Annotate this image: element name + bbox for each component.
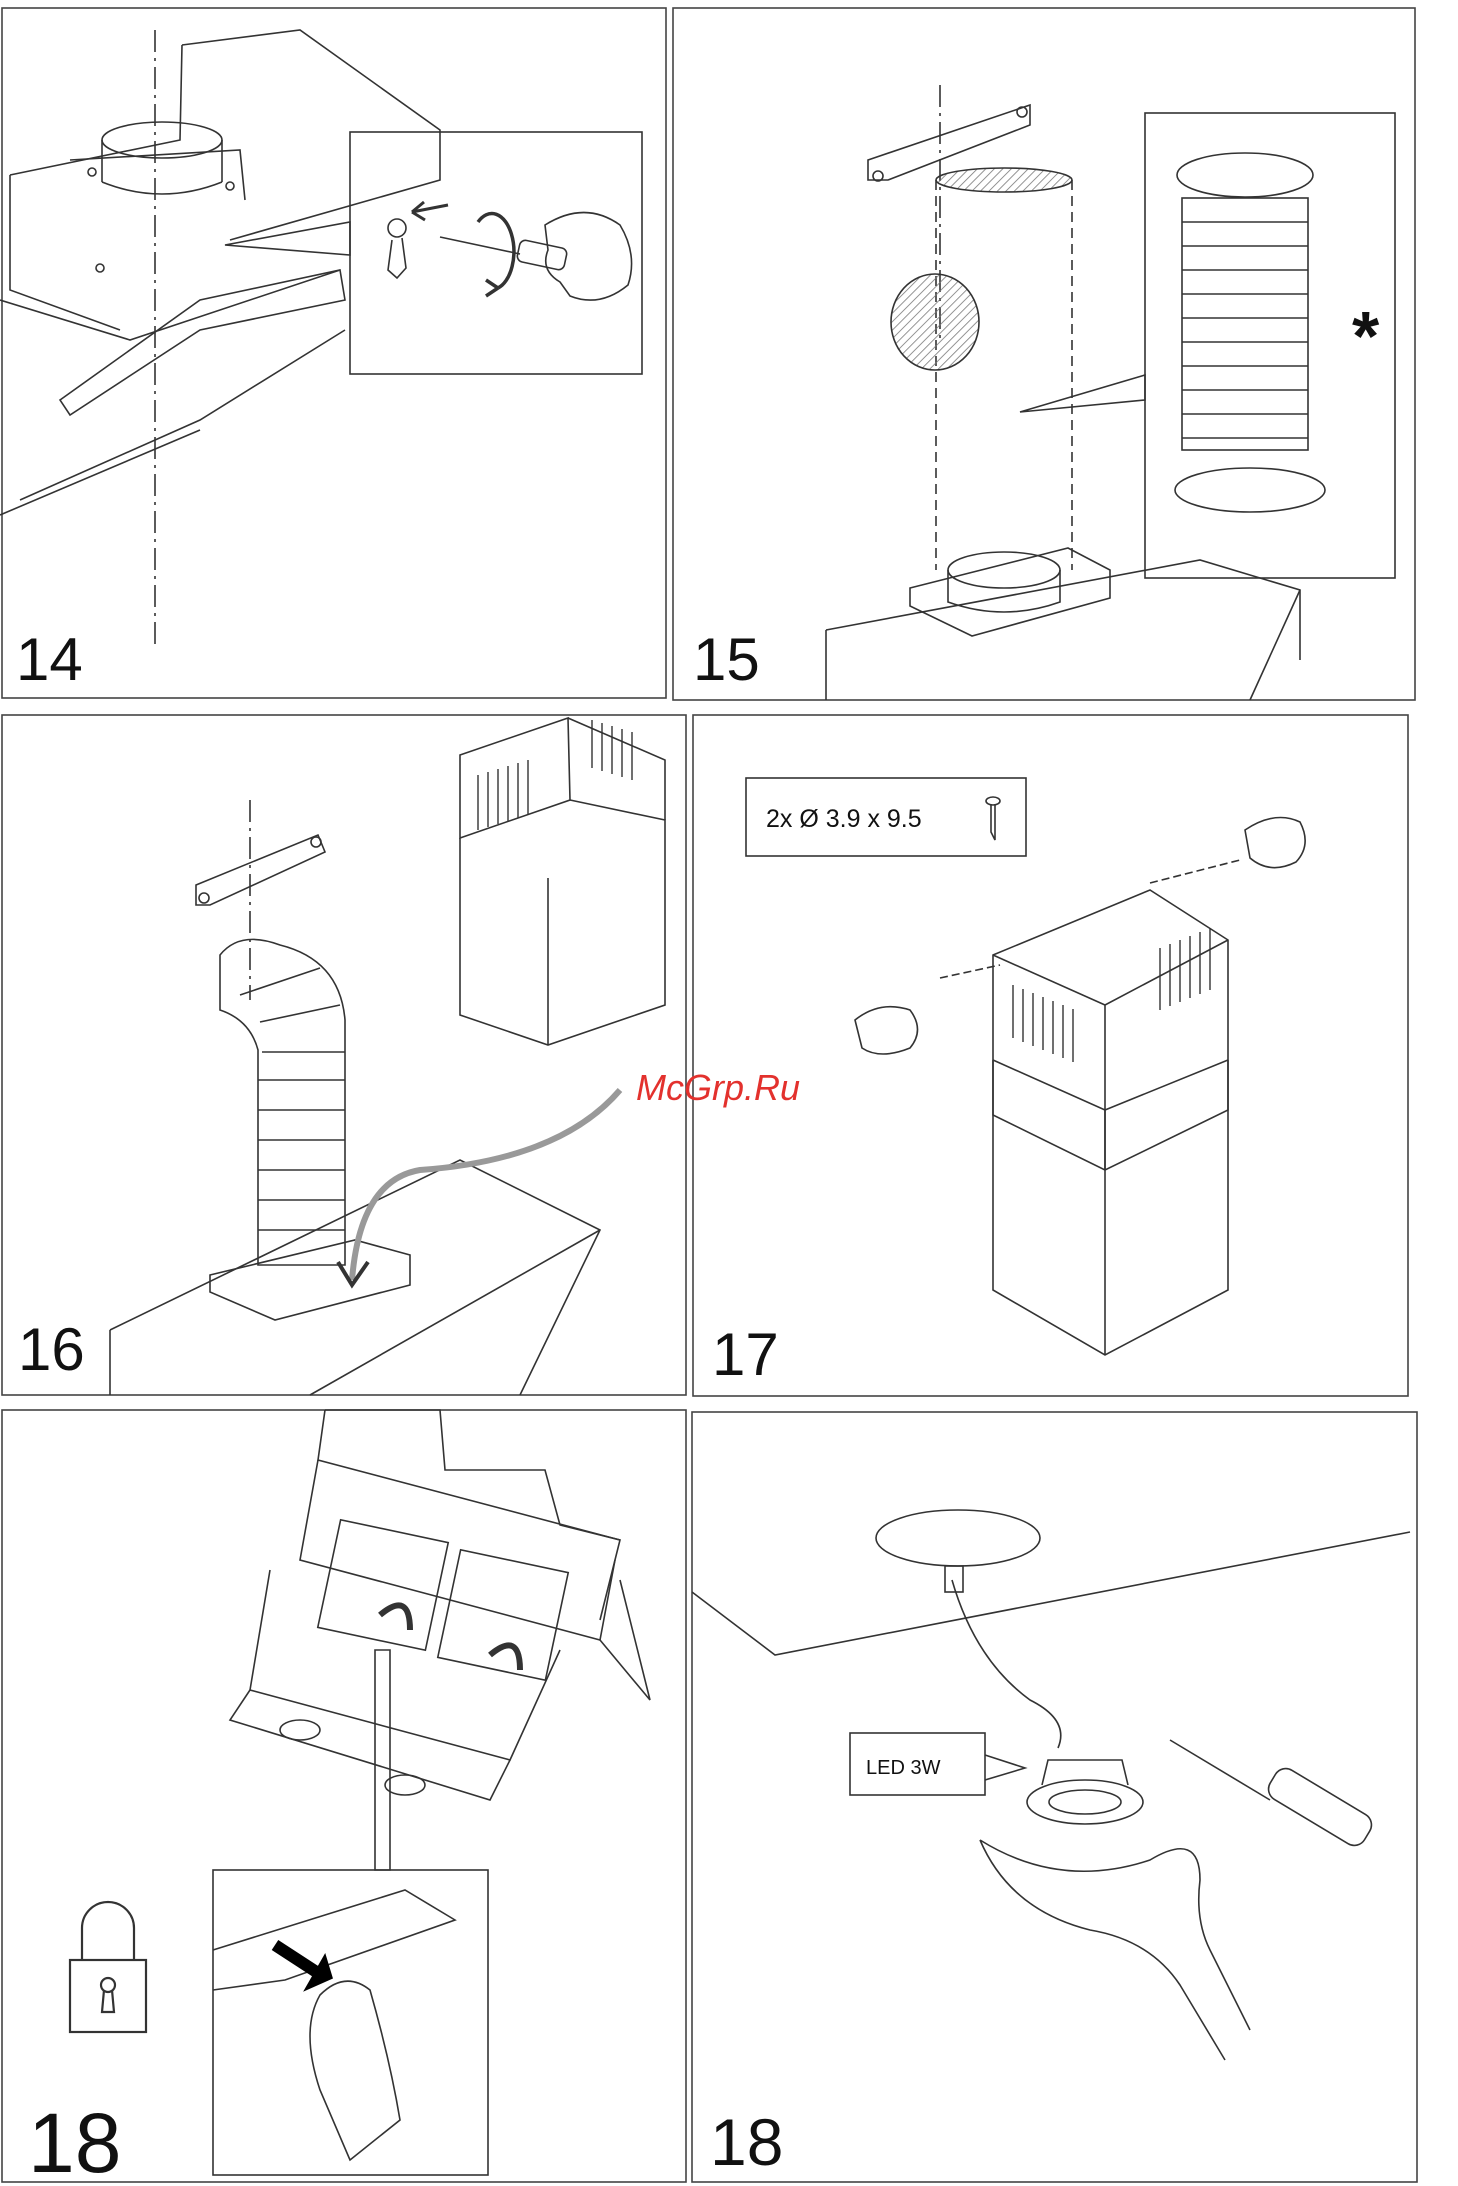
screw-icon bbox=[986, 797, 1000, 840]
screw-icon bbox=[388, 219, 406, 278]
panel-18-number: 18 bbox=[28, 2096, 121, 2186]
panel-14: 14 bbox=[0, 8, 666, 698]
panel-16: 16 bbox=[2, 715, 686, 1395]
optional-part-mark: * bbox=[1352, 297, 1380, 375]
panel-15-frame bbox=[673, 8, 1415, 700]
panel-17: 2x Ø 3.9 x 9.5 bbox=[693, 715, 1408, 1396]
panel-15: * 15 bbox=[673, 8, 1415, 700]
led-cover-plate bbox=[876, 1510, 1040, 1566]
panel-16-number: 16 bbox=[18, 1316, 85, 1383]
panel-14-frame bbox=[2, 8, 666, 698]
callout-pointer bbox=[1020, 375, 1145, 412]
padlock-icon bbox=[70, 1902, 146, 2032]
hood-edge bbox=[213, 1890, 455, 1990]
led-lamp bbox=[1027, 1760, 1143, 1824]
callout-pointer bbox=[225, 222, 350, 255]
hood-body bbox=[0, 30, 440, 515]
hood-tilted bbox=[230, 1410, 650, 1800]
hand-icon bbox=[855, 1007, 918, 1054]
duct-cylinder-dashed bbox=[936, 168, 1072, 570]
hand-icon bbox=[980, 1840, 1250, 2060]
screw bbox=[226, 182, 234, 190]
panel-16-frame bbox=[2, 715, 686, 1395]
led-cable bbox=[952, 1580, 1061, 1748]
arrow-icon bbox=[352, 1090, 620, 1280]
rotate-arrow-icon bbox=[478, 214, 514, 296]
screwdriver-icon bbox=[440, 237, 568, 271]
chimney-cover bbox=[460, 718, 665, 1045]
panel-14-number: 14 bbox=[16, 626, 83, 693]
hood-top bbox=[826, 548, 1300, 700]
screw-spec-label: 2x Ø 3.9 x 9.5 bbox=[766, 805, 922, 833]
callout-pointer bbox=[985, 1755, 1025, 1780]
chimney-cover bbox=[993, 890, 1228, 1355]
panel-18-filter: 18 bbox=[2, 1410, 686, 2186]
hood-underside bbox=[692, 1532, 1410, 1655]
screw bbox=[96, 264, 104, 272]
panel-18b-number: 18 bbox=[710, 2105, 783, 2179]
duct-collar bbox=[102, 122, 222, 194]
panel-18b-frame bbox=[692, 1412, 1417, 2182]
flexible-duct-icon bbox=[220, 939, 345, 1265]
duct-collar bbox=[948, 552, 1060, 612]
rotate-arrow-icon bbox=[490, 1645, 520, 1670]
callout-pointer bbox=[375, 1650, 390, 1870]
screw bbox=[88, 168, 96, 176]
panel-17-number: 17 bbox=[712, 1321, 779, 1388]
panel-15-number: 15 bbox=[693, 626, 760, 693]
hand-icon bbox=[310, 1981, 400, 2160]
watermark: McGrp.Ru bbox=[636, 1067, 800, 1108]
hand-icon bbox=[1245, 818, 1305, 868]
hand-icon bbox=[545, 213, 632, 301]
arrow-icon bbox=[275, 1945, 318, 1973]
detail-inset bbox=[350, 132, 642, 374]
rotate-arrow-icon bbox=[380, 1605, 410, 1630]
mounting-bracket bbox=[196, 835, 325, 905]
led-label: LED 3W bbox=[866, 1757, 941, 1779]
wall-outlet-hatched bbox=[891, 274, 979, 370]
flexible-duct-icon bbox=[1175, 153, 1325, 512]
panel-18-frame bbox=[2, 1410, 686, 2182]
screwdriver-icon bbox=[1170, 1740, 1376, 1850]
panel-18-led: LED 3W 18 bbox=[692, 1412, 1417, 2182]
